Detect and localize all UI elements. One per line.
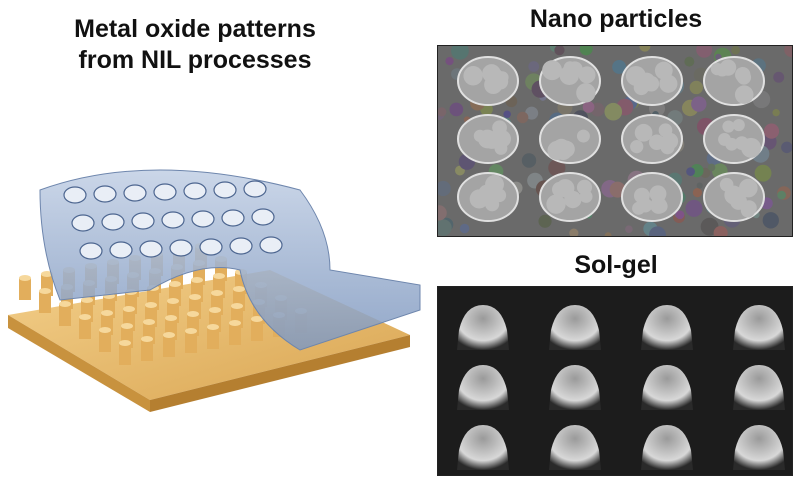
nanoparticles-sem-image [437, 45, 793, 237]
nil-stamp-illustration [0, 150, 440, 420]
nanoparticles-title: Nano particles [440, 4, 792, 35]
left-title: Metal oxide patterns from NIL processes [60, 14, 330, 76]
solgel-title: Sol-gel [440, 250, 792, 281]
solgel-sem-image [437, 286, 793, 476]
